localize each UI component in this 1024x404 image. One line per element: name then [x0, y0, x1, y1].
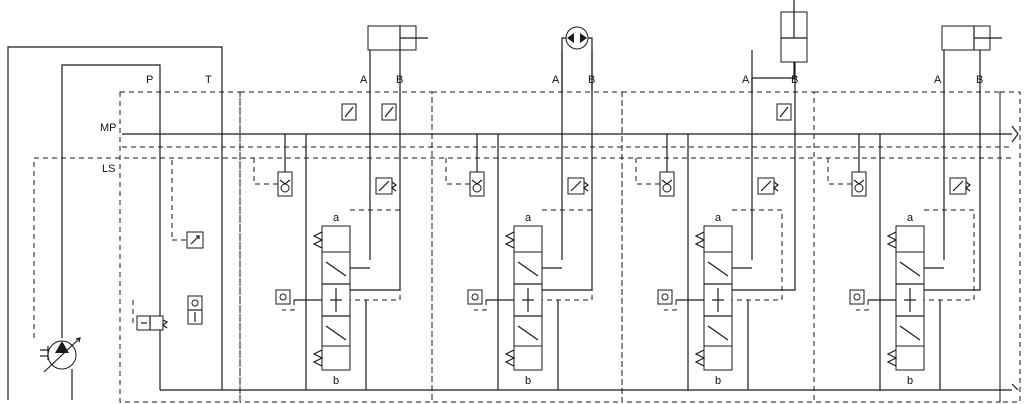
- shuttle-valve-icon: [467, 289, 483, 305]
- pressure-compensator-icon: [132, 300, 169, 331]
- directional-spool-valve-icon: [886, 225, 925, 371]
- work-section-4: [813, 25, 1002, 403]
- port-ls-label: LS: [102, 163, 115, 175]
- pressure-reducing-valve-icon: [375, 177, 397, 195]
- spool-b-label-3: b: [715, 375, 721, 387]
- check-valve-icon: [277, 171, 293, 197]
- spool-a-label-2: a: [525, 212, 532, 224]
- port-p-label: P: [146, 74, 153, 86]
- port-relief-valve-icon: [776, 103, 792, 121]
- port-relief-valve-icon: [341, 103, 357, 121]
- port-a-label-2: A: [552, 74, 560, 86]
- shuttle-valve-icon: [275, 289, 291, 305]
- double-acting-cylinder-icon: [941, 25, 1002, 51]
- check-valve-icon: [851, 171, 867, 197]
- spool-a-label-1: a: [333, 212, 340, 224]
- check-valve-icon: [469, 171, 485, 197]
- work-section-3: [621, 0, 815, 403]
- end-plate: [999, 91, 1021, 403]
- check-valve-icon: [659, 171, 675, 197]
- pressure-reducing-valve-icon: [757, 177, 779, 195]
- port-t-label: T: [205, 74, 212, 86]
- shuttle-valve-icon: [657, 289, 673, 305]
- compensator-valve-icon: [187, 295, 203, 325]
- pressure-reducing-valve-icon: [567, 177, 589, 195]
- spool-b-label-4: b: [907, 375, 913, 387]
- directional-spool-valve-icon: [312, 225, 351, 371]
- port-b-label-2: B: [588, 74, 595, 86]
- work-sections: [239, 0, 1002, 403]
- relief-valve-icon: [171, 160, 204, 249]
- port-a-label-1: A: [360, 74, 368, 86]
- directional-spool-valve-icon: [504, 225, 543, 371]
- section-labels: A Ba b A Ba b A Ba b A Ba b: [333, 74, 983, 387]
- port-b-label-1: B: [396, 74, 403, 86]
- spool-b-label-2: b: [525, 375, 531, 387]
- hydraulic-motor-icon: [561, 26, 593, 92]
- work-section-2: [431, 26, 623, 403]
- work-section-1: [239, 25, 433, 403]
- vertical-cylinder-icon: [751, 0, 808, 92]
- pump-supply-lines: [7, 46, 223, 400]
- spool-a-label-3: a: [715, 212, 722, 224]
- variable-pump-icon: [40, 337, 81, 373]
- port-relief-valve-icon: [381, 103, 397, 121]
- pressure-reducing-valve-icon: [949, 177, 971, 195]
- double-acting-cylinder-icon: [367, 25, 428, 51]
- inlet-block: [34, 91, 1012, 403]
- shuttle-valve-icon: [849, 289, 865, 305]
- port-a-label-3: A: [742, 74, 750, 86]
- directional-spool-valve-icon: [694, 225, 733, 371]
- spool-a-label-4: a: [907, 212, 914, 224]
- port-a-label-4: A: [934, 74, 942, 86]
- port-b-label-3: B: [791, 74, 798, 86]
- port-mp-label: MP: [100, 122, 117, 134]
- port-b-label-4: B: [976, 74, 983, 86]
- spool-b-label-1: b: [333, 375, 339, 387]
